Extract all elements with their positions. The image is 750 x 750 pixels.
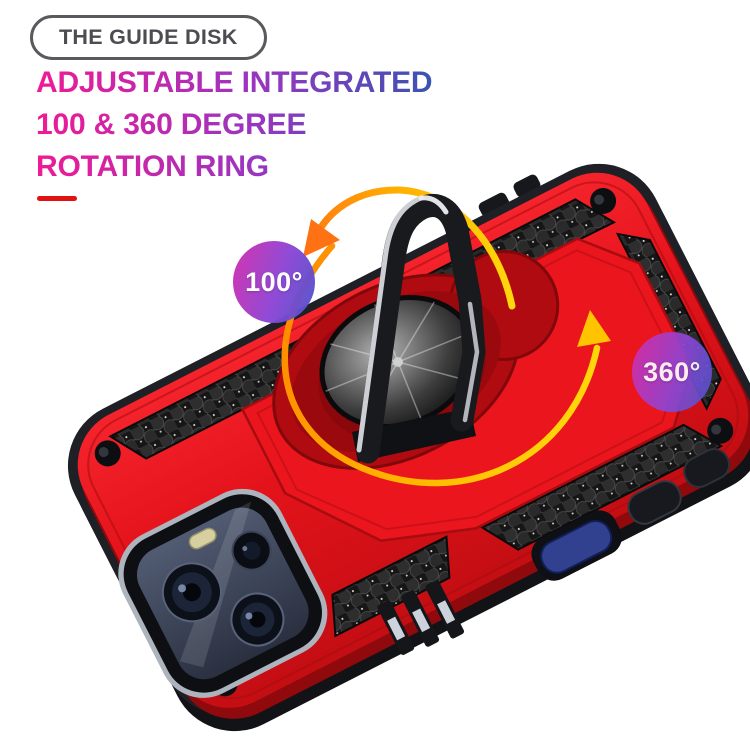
corner-vents — [377, 580, 465, 655]
headline-line-3: ROTATION RING — [36, 150, 269, 183]
kickstand — [318, 194, 486, 464]
side-button-black-1 — [627, 480, 682, 525]
ring-highlight-left — [356, 195, 424, 453]
headline-line-2: 100 & 360 DEGREE — [36, 108, 307, 141]
side-key-top-2 — [513, 174, 541, 198]
disk-center — [393, 357, 403, 367]
arrowhead-100 — [303, 219, 340, 257]
headline-underline — [37, 196, 77, 201]
honeycomb-strip — [480, 423, 724, 551]
kickstand-hinge — [352, 408, 476, 462]
callout-100-label: 100° — [245, 266, 303, 297]
rotation-arrow-360 — [281, 242, 611, 487]
kickstand-ring — [356, 194, 486, 464]
callout-100-degree: 100° — [233, 241, 315, 323]
callout-360-degree: 360° — [632, 332, 712, 412]
case-inner-panel-line — [256, 249, 681, 531]
headline-line-1: ADJUSTABLE INTEGRATED — [36, 66, 433, 99]
side-buttons — [531, 448, 731, 581]
title-pill-label: THE GUIDE DISK — [59, 25, 238, 49]
side-button-blue — [540, 519, 613, 574]
side-button-black-2 — [683, 448, 731, 489]
honeycomb-strip — [331, 535, 451, 638]
ring-highlight-top — [418, 195, 449, 215]
arrowhead-360 — [577, 310, 611, 347]
headline: ADJUSTABLE INTEGRATED 100 & 360 DEGREE R… — [36, 62, 432, 188]
camera-lenses — [161, 530, 285, 647]
camera-flash — [188, 527, 217, 550]
rotation-arrow-100 — [303, 186, 516, 310]
callout-360-label: 360° — [643, 356, 701, 387]
side-key-top-1 — [478, 192, 510, 218]
camera-module — [118, 488, 328, 698]
title-pill: THE GUIDE DISK — [30, 15, 267, 60]
ring-highlight-right — [462, 301, 480, 423]
